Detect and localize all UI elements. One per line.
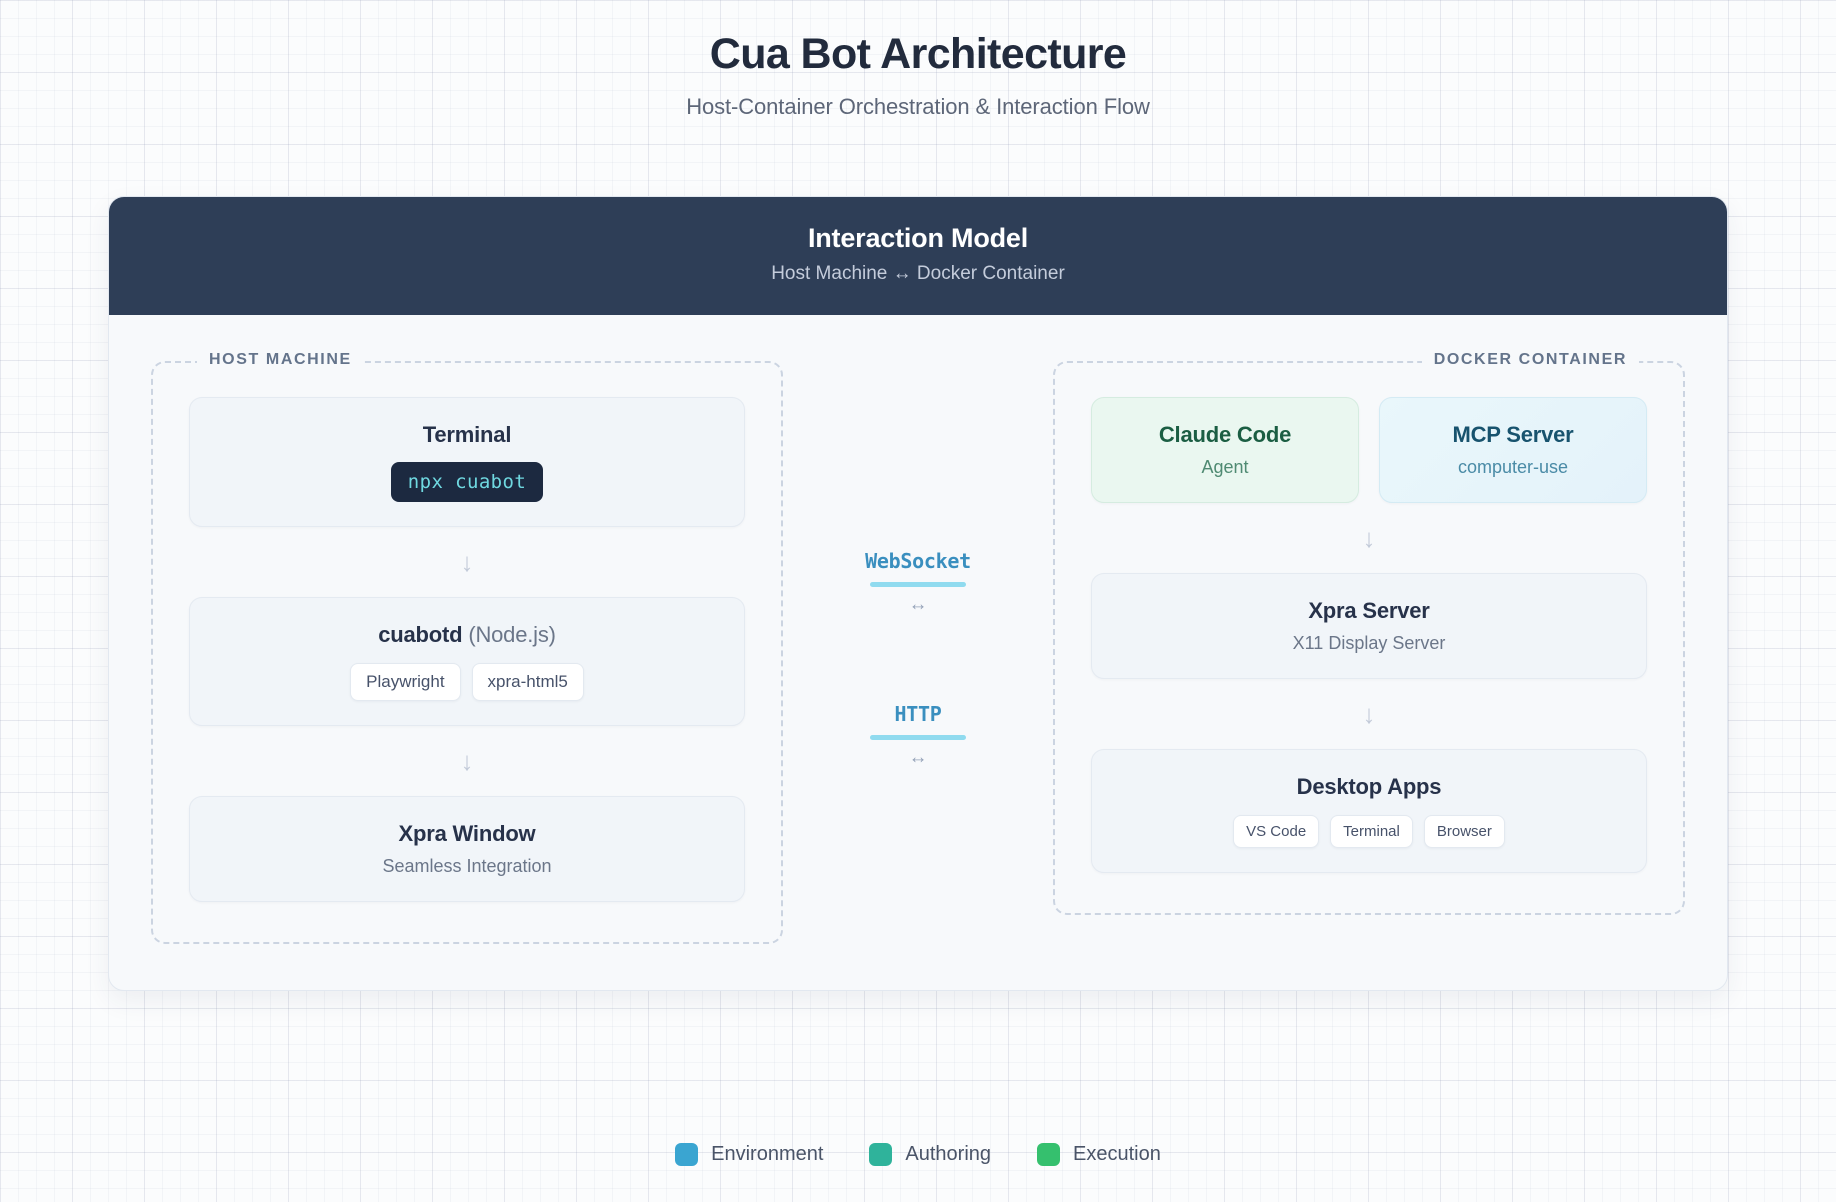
connector-http: HTTP ↔ [870, 702, 966, 767]
node-claude-code-subtitle: Agent [1201, 457, 1249, 477]
connector-websocket: WebSocket ↔ [865, 549, 971, 614]
node-desktop-apps-title: Desktop Apps [1296, 774, 1442, 799]
node-cuabotd-chips: Playwright xpra-html5 [212, 663, 722, 701]
docker-container-zone-label: DOCKER CONTAINER [1421, 351, 1639, 369]
connector-websocket-label: WebSocket [865, 548, 971, 573]
node-xpra-window[interactable]: Xpra Window Seamless Integration [189, 796, 745, 902]
panel-header-subtitle: Host Machine ↔ Docker Container [771, 263, 1065, 284]
node-claude-code-title: Claude Code [1158, 422, 1292, 447]
legend-swatch-execution [1037, 1143, 1061, 1166]
legend-swatch-environment [675, 1143, 699, 1166]
arrow-down-icon: ↓ [460, 746, 474, 776]
page-title: Cua Bot Architecture [709, 30, 1127, 78]
docker-top-nodes: Claude Code Agent MCP Server computer-us… [1091, 397, 1647, 503]
node-cuabotd[interactable]: cuabotd (Node.js) Playwright xpra-html5 [189, 597, 745, 726]
docker-container-zone: DOCKER CONTAINER Claude Code Agent MCP S… [1053, 351, 1685, 915]
chip-browser[interactable]: Browser [1423, 815, 1505, 848]
arrow-down-icon: ↓ [1362, 699, 1376, 729]
panel-body: HOST MACHINE Terminal npx cuabot ↓ cuabo… [109, 315, 1727, 990]
node-terminal-title: Terminal [422, 422, 512, 447]
chip-playwright[interactable]: Playwright [350, 663, 461, 701]
architecture-panel: Interaction Model Host Machine ↔ Docker … [108, 196, 1728, 991]
page-header: Cua Bot Architecture Host-Container Orch… [0, 0, 1836, 120]
legend-label-environment: Environment [711, 1143, 824, 1165]
node-desktop-apps-chips: VS Code Terminal Browser [1114, 815, 1624, 848]
host-machine-zone-label: HOST MACHINE [197, 351, 364, 369]
chip-vs-code[interactable]: VS Code [1233, 815, 1320, 848]
legend-label-execution: Execution [1073, 1143, 1161, 1165]
arrow-down-icon: ↓ [460, 547, 474, 577]
node-mcp-server-title: MCP Server [1452, 422, 1574, 447]
node-desktop-apps[interactable]: Desktop Apps VS Code Terminal Browser [1091, 749, 1647, 873]
node-xpra-server-subtitle: X11 Display Server [1292, 633, 1446, 653]
bidirectional-arrow-icon: ↔ [908, 746, 928, 768]
connector-websocket-bar [869, 581, 966, 587]
node-cuabotd-title: cuabotd (Node.js) [212, 622, 722, 648]
legend-swatch-authoring [869, 1143, 893, 1166]
node-xpra-server-title: Xpra Server [1308, 598, 1430, 623]
chip-xpra-html5[interactable]: xpra-html5 [471, 663, 584, 701]
node-cuabotd-title-runtime: (Node.js) [468, 622, 556, 647]
connector-column: WebSocket ↔ HTTP ↔ [783, 361, 1053, 944]
arrow-down-icon: ↓ [1362, 523, 1376, 553]
node-cuabotd-title-main: cuabotd [378, 622, 463, 647]
node-terminal[interactable]: Terminal npx cuabot [189, 397, 745, 527]
legend-item-environment: Environment [675, 1143, 823, 1166]
node-xpra-window-title: Xpra Window [398, 821, 536, 846]
node-mcp-server[interactable]: MCP Server computer-use [1379, 397, 1647, 503]
node-mcp-server-subtitle: computer-use [1457, 457, 1569, 477]
node-terminal-command: npx cuabot [390, 462, 544, 502]
node-xpra-server[interactable]: Xpra Server X11 Display Server [1091, 573, 1647, 679]
bidirectional-arrow-icon: ↔ [908, 593, 928, 615]
panel-header: Interaction Model Host Machine ↔ Docker … [109, 197, 1727, 315]
legend-item-authoring: Authoring [869, 1143, 991, 1166]
legend: Environment Authoring Execution [0, 1143, 1836, 1166]
connector-http-bar [870, 734, 966, 740]
host-machine-zone: HOST MACHINE Terminal npx cuabot ↓ cuabo… [151, 351, 783, 944]
chip-terminal[interactable]: Terminal [1330, 815, 1413, 848]
panel-header-title: Interaction Model [807, 223, 1029, 253]
node-xpra-window-subtitle: Seamless Integration [382, 856, 552, 876]
legend-item-execution: Execution [1037, 1143, 1161, 1166]
page-subtitle: Host-Container Orchestration & Interacti… [686, 93, 1150, 119]
node-claude-code[interactable]: Claude Code Agent [1091, 397, 1359, 503]
legend-label-authoring: Authoring [905, 1143, 992, 1165]
connector-http-label: HTTP [894, 701, 942, 726]
